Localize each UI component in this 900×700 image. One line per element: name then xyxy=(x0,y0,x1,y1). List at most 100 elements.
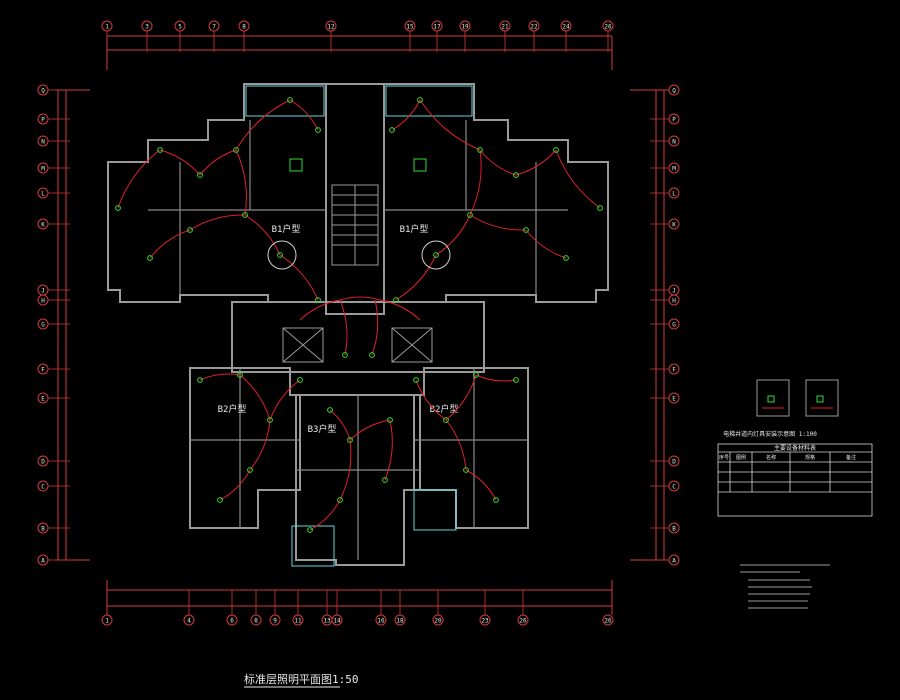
grid-bubble-right: M xyxy=(668,162,680,174)
wiring-run xyxy=(395,254,437,301)
light-fixture-symbol xyxy=(389,127,395,133)
light-fixture-symbol xyxy=(197,377,203,383)
grid-bubble-bottom: 26 xyxy=(517,614,529,626)
svg-text:M: M xyxy=(672,166,676,173)
wiring-run xyxy=(279,254,319,301)
light-fixture-symbol xyxy=(187,227,193,233)
light-fixture-symbol xyxy=(217,497,223,503)
light-fixture-symbol xyxy=(297,377,303,383)
grid-bubble-right: E xyxy=(668,392,680,404)
grid-bubble-left: B xyxy=(37,522,49,534)
wiring-run xyxy=(445,374,477,421)
wiring-run xyxy=(339,296,381,301)
wiring-run xyxy=(199,373,241,381)
svg-text:3: 3 xyxy=(145,24,149,31)
wiring-run xyxy=(384,419,393,481)
grid-bubble-right: C xyxy=(668,480,680,492)
grid-bubble-right: D xyxy=(668,455,680,467)
legend-col-no: 序号 xyxy=(719,454,729,461)
svg-text:23: 23 xyxy=(481,618,489,625)
dimension-line-top xyxy=(106,35,613,70)
dimension-line-left xyxy=(55,89,90,561)
light-fixture-symbol xyxy=(417,97,423,103)
svg-text:8: 8 xyxy=(242,24,246,31)
wiring-run xyxy=(235,99,291,151)
light-fixture-symbol xyxy=(553,147,559,153)
svg-text:26: 26 xyxy=(604,618,612,625)
light-fixture-symbol xyxy=(277,252,283,258)
grid-bubble-top: 5 xyxy=(174,20,186,32)
legend-table-title: 主要设备材料表 xyxy=(774,444,816,452)
drawing-title: 标准层照明平面图1:50 xyxy=(244,672,359,686)
grid-bubble-top: 19 xyxy=(459,20,471,32)
svg-text:24: 24 xyxy=(562,24,570,31)
grid-bubble-top: 8 xyxy=(238,20,250,32)
light-fixture-symbol xyxy=(267,417,273,423)
svg-text:F: F xyxy=(672,367,676,374)
wiring-run xyxy=(239,374,271,421)
ceiling-light-symbol xyxy=(413,158,427,172)
wiring-run xyxy=(379,299,421,321)
legend-col-note: 备注 xyxy=(846,454,856,461)
svg-text:D: D xyxy=(672,459,676,466)
svg-text:P: P xyxy=(672,117,676,124)
grid-bubble-bottom: 18 xyxy=(394,614,406,626)
light-fixture-symbol xyxy=(393,297,399,303)
light-fixture-symbol xyxy=(513,377,519,383)
grid-bubble-left: A xyxy=(37,554,49,566)
legend-col-spec: 规格 xyxy=(805,454,815,461)
svg-text:26: 26 xyxy=(604,24,612,31)
wiring-run xyxy=(415,379,447,421)
svg-text:M: M xyxy=(41,166,45,173)
grid-bubble-left: P xyxy=(37,113,49,125)
grid-bubble-right: Q xyxy=(668,84,680,96)
light-fixture-symbol xyxy=(347,437,353,443)
elevator-detail-drawing xyxy=(756,379,839,417)
grid-bubble-right: P xyxy=(668,113,680,125)
svg-text:6: 6 xyxy=(230,618,234,625)
wiring-run xyxy=(515,149,557,176)
svg-text:H: H xyxy=(672,298,676,305)
light-fixture-symbol xyxy=(443,417,449,423)
wiring-run xyxy=(159,149,201,176)
grid-bubble-left: Q xyxy=(37,84,49,96)
light-fixture-symbol xyxy=(369,352,375,358)
grid-bubble-right: F xyxy=(668,363,680,375)
grid-bubble-left: G xyxy=(37,318,49,330)
light-fixture-symbol xyxy=(157,147,163,153)
light-fixture-symbol xyxy=(563,255,569,261)
fixture-layer xyxy=(115,97,603,533)
wiring-run xyxy=(475,374,517,382)
light-fixture-symbol xyxy=(513,172,519,178)
grid-bubble-right: G xyxy=(668,318,680,330)
svg-text:N: N xyxy=(41,139,45,146)
svg-text:22: 22 xyxy=(530,24,538,31)
light-fixture-symbol xyxy=(242,212,248,218)
wiring-run xyxy=(339,439,352,501)
legend-table xyxy=(717,443,873,517)
notes-block xyxy=(740,564,830,609)
light-fixture-symbol xyxy=(523,227,529,233)
wiring-run xyxy=(269,379,301,421)
svg-text:H: H xyxy=(41,298,45,305)
wiring-run xyxy=(445,419,467,471)
grid-bubble-bottom: 26 xyxy=(602,614,614,626)
svg-text:K: K xyxy=(672,222,676,229)
room-label-b1-left: B1户型 xyxy=(272,223,301,235)
building-walls xyxy=(107,83,609,566)
light-fixture-symbol xyxy=(327,407,333,413)
grid-bubble-bottom: 9 xyxy=(269,614,281,626)
light-fixture-symbol xyxy=(247,467,253,473)
svg-text:C: C xyxy=(672,484,676,491)
grid-bubble-left: E xyxy=(37,392,49,404)
grid-bubble-left: F xyxy=(37,363,49,375)
grid-bubble-left: N xyxy=(37,135,49,147)
light-fixture-symbol xyxy=(237,372,243,378)
svg-text:14: 14 xyxy=(333,618,341,625)
svg-text:7: 7 xyxy=(212,24,216,31)
dining-table-symbol xyxy=(267,240,297,270)
wiring-run xyxy=(289,99,319,131)
svg-text:20: 20 xyxy=(434,618,442,625)
wiring-run xyxy=(469,149,482,216)
